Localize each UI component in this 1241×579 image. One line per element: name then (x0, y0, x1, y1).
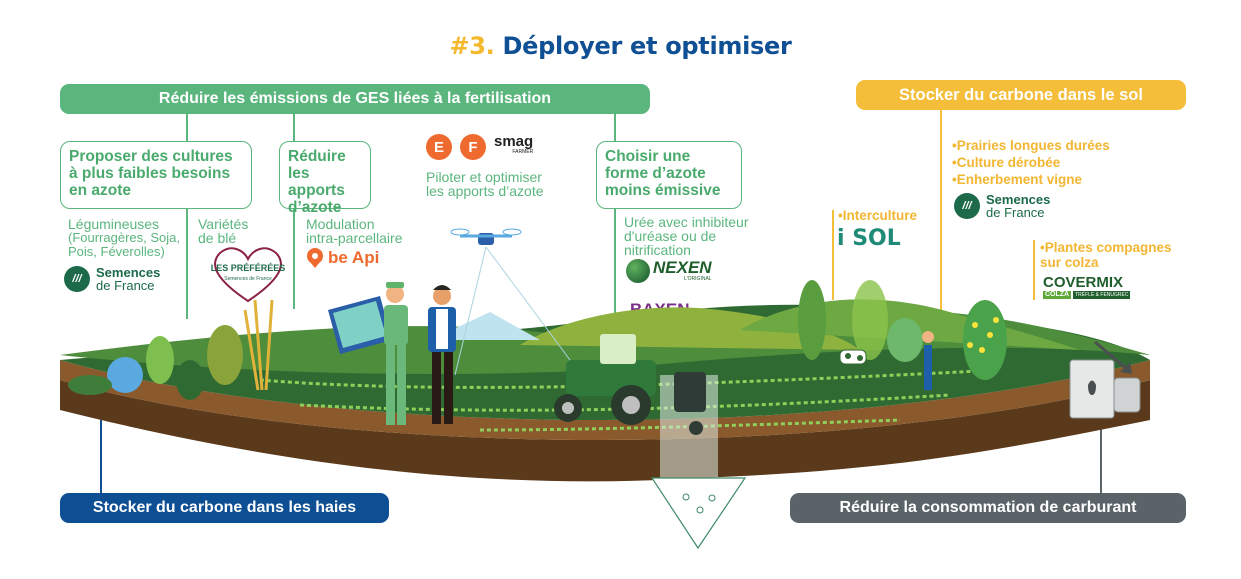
soil-top (60, 360, 1150, 440)
banner-carburant: Réduire la consommation de carburant (790, 493, 1186, 523)
carbon-sequestration-arrow (650, 372, 747, 550)
beapi-icon (307, 248, 323, 268)
connector (186, 209, 188, 319)
logo-text: LES PRÉFÉRÉES (211, 263, 286, 273)
semences-icon: /// (954, 193, 980, 219)
label-plantes: •Plantes compagnes sur colza (1040, 240, 1172, 270)
colza-plant (963, 300, 1007, 380)
interculture-plants (798, 280, 888, 360)
logo-nexen: NEXEN L'ORIGINAL (626, 259, 712, 283)
label-interculture: •Interculture (838, 208, 917, 223)
e-logo-icon: E (426, 134, 452, 160)
connector (940, 110, 942, 330)
logos-partners: E F smag FARMER (426, 134, 533, 160)
banner-haies: Stocker du carbone dans les haies (60, 493, 389, 523)
fuel-barrel-icon (1069, 340, 1141, 419)
box-forme: Choisir une forme d’azote moins émissive (596, 141, 742, 209)
box-cultures: Proposer des cultures à plus faibles bes… (60, 141, 252, 209)
banner-sol: Stocker du carbone dans le sol (856, 80, 1186, 110)
semences-icon: /// (64, 266, 90, 292)
farmer-green (384, 282, 408, 425)
f-logo-icon: F (460, 134, 486, 160)
logo-les-preferees: LES PRÉFÉRÉES Semences de France (211, 247, 286, 303)
label-sol-list: •Prairies longues durées •Culture dérobé… (952, 138, 1110, 187)
box-apports: Réduire les apports d’azote (279, 141, 371, 216)
cow (839, 349, 867, 365)
logo-covermix: COVERMIX COLZA TRÈFLE & FENUGREC (1043, 274, 1131, 299)
connector (1033, 240, 1035, 300)
wheat-and-legumes (207, 299, 274, 391)
connector (100, 420, 102, 493)
label-varietes: Variétés de blé (198, 216, 249, 246)
connector (186, 114, 188, 141)
logo-smag: smag FARMER (494, 133, 534, 155)
page-title: #3. Déployer et optimiser (449, 32, 792, 60)
soil-layer (60, 380, 1150, 482)
tractor (554, 334, 656, 425)
mountain (430, 312, 540, 340)
logo-subtext: Semences de France (224, 276, 272, 282)
label-modulation: Modulation intra-parcellaire (306, 216, 403, 246)
drone (450, 228, 571, 376)
hedge-plants (68, 336, 204, 400)
logo-beapi: be Api (306, 248, 379, 268)
vine-farmer (887, 318, 934, 390)
banner-ges: Réduire les émissions de GES liées à la … (60, 84, 650, 114)
connector (293, 209, 295, 309)
connector (1100, 420, 1102, 493)
connector (293, 114, 295, 141)
farmer-blue (428, 285, 456, 424)
logo-isol: i SOL (837, 226, 901, 251)
connector (614, 209, 616, 359)
connector (614, 114, 616, 141)
connector (832, 210, 834, 300)
label-piloter: Piloter et optimiser les apports d’azote (426, 169, 544, 199)
label-legumineuses: Légumineuses (Fourragères, Soja, Pois, F… (68, 216, 180, 259)
laptop (328, 296, 392, 354)
label-uree: Urée avec inhibiteur d'uréase ou de nitr… (624, 214, 749, 258)
nexen-globe-icon (626, 259, 650, 283)
